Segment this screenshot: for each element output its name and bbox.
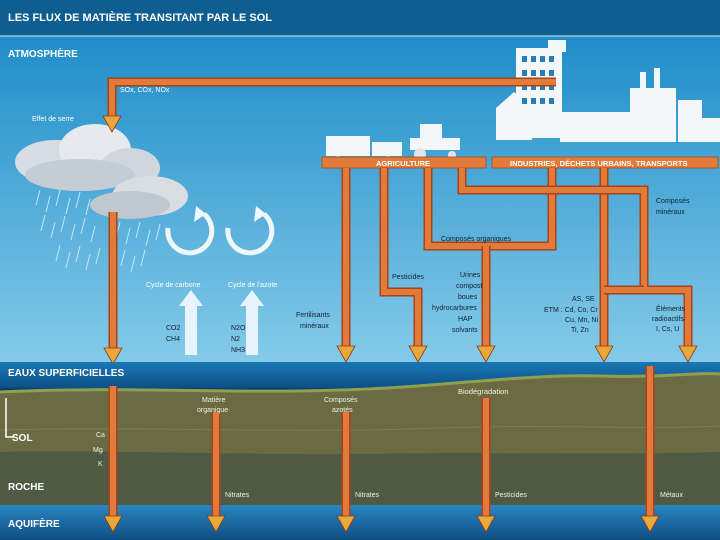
urban-waste-labels: Urines compost boues hydrocarbures HAP s… [432, 272, 483, 334]
industries-label: INDUSTRIES, DÉCHETS URBAINS, TRANSPORTS [510, 159, 688, 168]
urban-waste-compost: compost [456, 283, 483, 290]
organic-compounds-label: Composés organiques [441, 236, 512, 243]
surface-water-label: EAUX SUPERFICIELLES [8, 368, 124, 379]
rock-label: ROCHE [8, 482, 44, 493]
aquifer-label: AQUIFÈRE [8, 517, 60, 530]
biodegradation-label: Biodégradation [458, 387, 508, 396]
nitrogen-compounds-label-1: Composés [324, 397, 358, 404]
organic-matter-label-1: Matière [202, 397, 225, 404]
urban-waste-hap: HAP [458, 316, 473, 323]
trace-metals-as-se: AS, SE [572, 296, 595, 303]
soil-cation-k: K [98, 461, 103, 468]
factory-icon [496, 40, 720, 142]
rain-icon [35, 189, 161, 273]
title-bar [0, 0, 720, 36]
radioactive-labels: Éléments radioactifs I, Cs, U [652, 304, 686, 333]
flow-network [107, 77, 693, 350]
nitrogen-cycle-label: Cycle de l'azote [228, 282, 277, 289]
trace-metals-cu-mn-ni: Cu, Mn, Ni [565, 317, 599, 324]
truck-icon [326, 136, 402, 164]
mineral-compounds-label-1: Composés [656, 198, 690, 205]
carbon-upward-arrow [179, 290, 203, 355]
radioactive-isotopes: I, Cs, U [656, 326, 679, 333]
soil-bracket [5, 398, 14, 438]
metals-output: Métaux [660, 492, 683, 499]
soil-label: SOL [12, 433, 33, 444]
agriculture-label: AGRICULTURE [376, 159, 430, 168]
carbon-cycle-icon [165, 206, 215, 256]
mineral-compounds-label-2: minéraux [656, 209, 685, 216]
nitrogen-upward-arrow [240, 290, 264, 355]
soil-arrowheads [103, 515, 660, 533]
pesticides-label: Pesticides [392, 274, 424, 281]
urban-waste-urines: Urines [460, 272, 481, 279]
radioactive-elements: Éléments [656, 304, 686, 313]
nitrogen-gas-n2: N2 [231, 336, 240, 343]
fertilizers-label-2: minéraux [300, 323, 329, 330]
building-windows [522, 56, 554, 104]
soil-cation-mg: Mg [93, 447, 103, 454]
atmosphere-arrowheads [102, 115, 698, 365]
fertilizers-label-1: Fertilisants [296, 312, 330, 319]
greenhouse-label: Effet de serre [32, 116, 74, 123]
emissions-label: SOx, COx, NOx [120, 87, 170, 94]
soil-flow-pipes [108, 366, 655, 520]
urban-waste-solvants: solvants [452, 327, 478, 334]
nitrogen-gas-nh3: NH3 [231, 347, 245, 354]
nitrates-output-2: Nitrates [355, 492, 380, 499]
carbon-gas-co2: CO2 [166, 325, 181, 332]
radioactive-word: radioactifs [652, 316, 684, 323]
nitrates-output-1: Nitrates [225, 492, 250, 499]
carbon-gas-ch4: CH4 [166, 336, 180, 343]
urban-waste-boues: boues [458, 294, 478, 301]
trace-metals-labels: AS, SE ETM : Cd, Co, Cr Cu, Mn, Ni Ti, Z… [544, 296, 599, 334]
aquifer-region [0, 505, 720, 540]
nitrogen-compounds-label-2: azotés [332, 407, 353, 414]
urban-waste-hydrocarbures: hydrocarbures [432, 305, 477, 312]
pesticides-output: Pesticides [495, 492, 527, 499]
nitrogen-cycle-icon [225, 206, 275, 256]
trace-metals-ti-zn: Ti, Zn [571, 327, 589, 334]
atmosphere-label: ATMOSPHÈRE [8, 47, 78, 60]
carbon-cycle-label: Cycle de carbone [146, 282, 201, 289]
rock-region [0, 451, 720, 505]
trace-metals-etm: ETM : Cd, Co, Cr [544, 307, 598, 314]
organic-matter-label-2: organique [197, 407, 228, 414]
nitrogen-gas-n2o: N2O [231, 325, 246, 332]
diagram-title: LES FLUX DE MATIÈRE TRANSITANT PAR LE SO… [8, 11, 272, 24]
soil-region [0, 373, 720, 455]
soil-cation-ca: Ca [96, 432, 105, 439]
agriculture-bar [321, 156, 487, 169]
